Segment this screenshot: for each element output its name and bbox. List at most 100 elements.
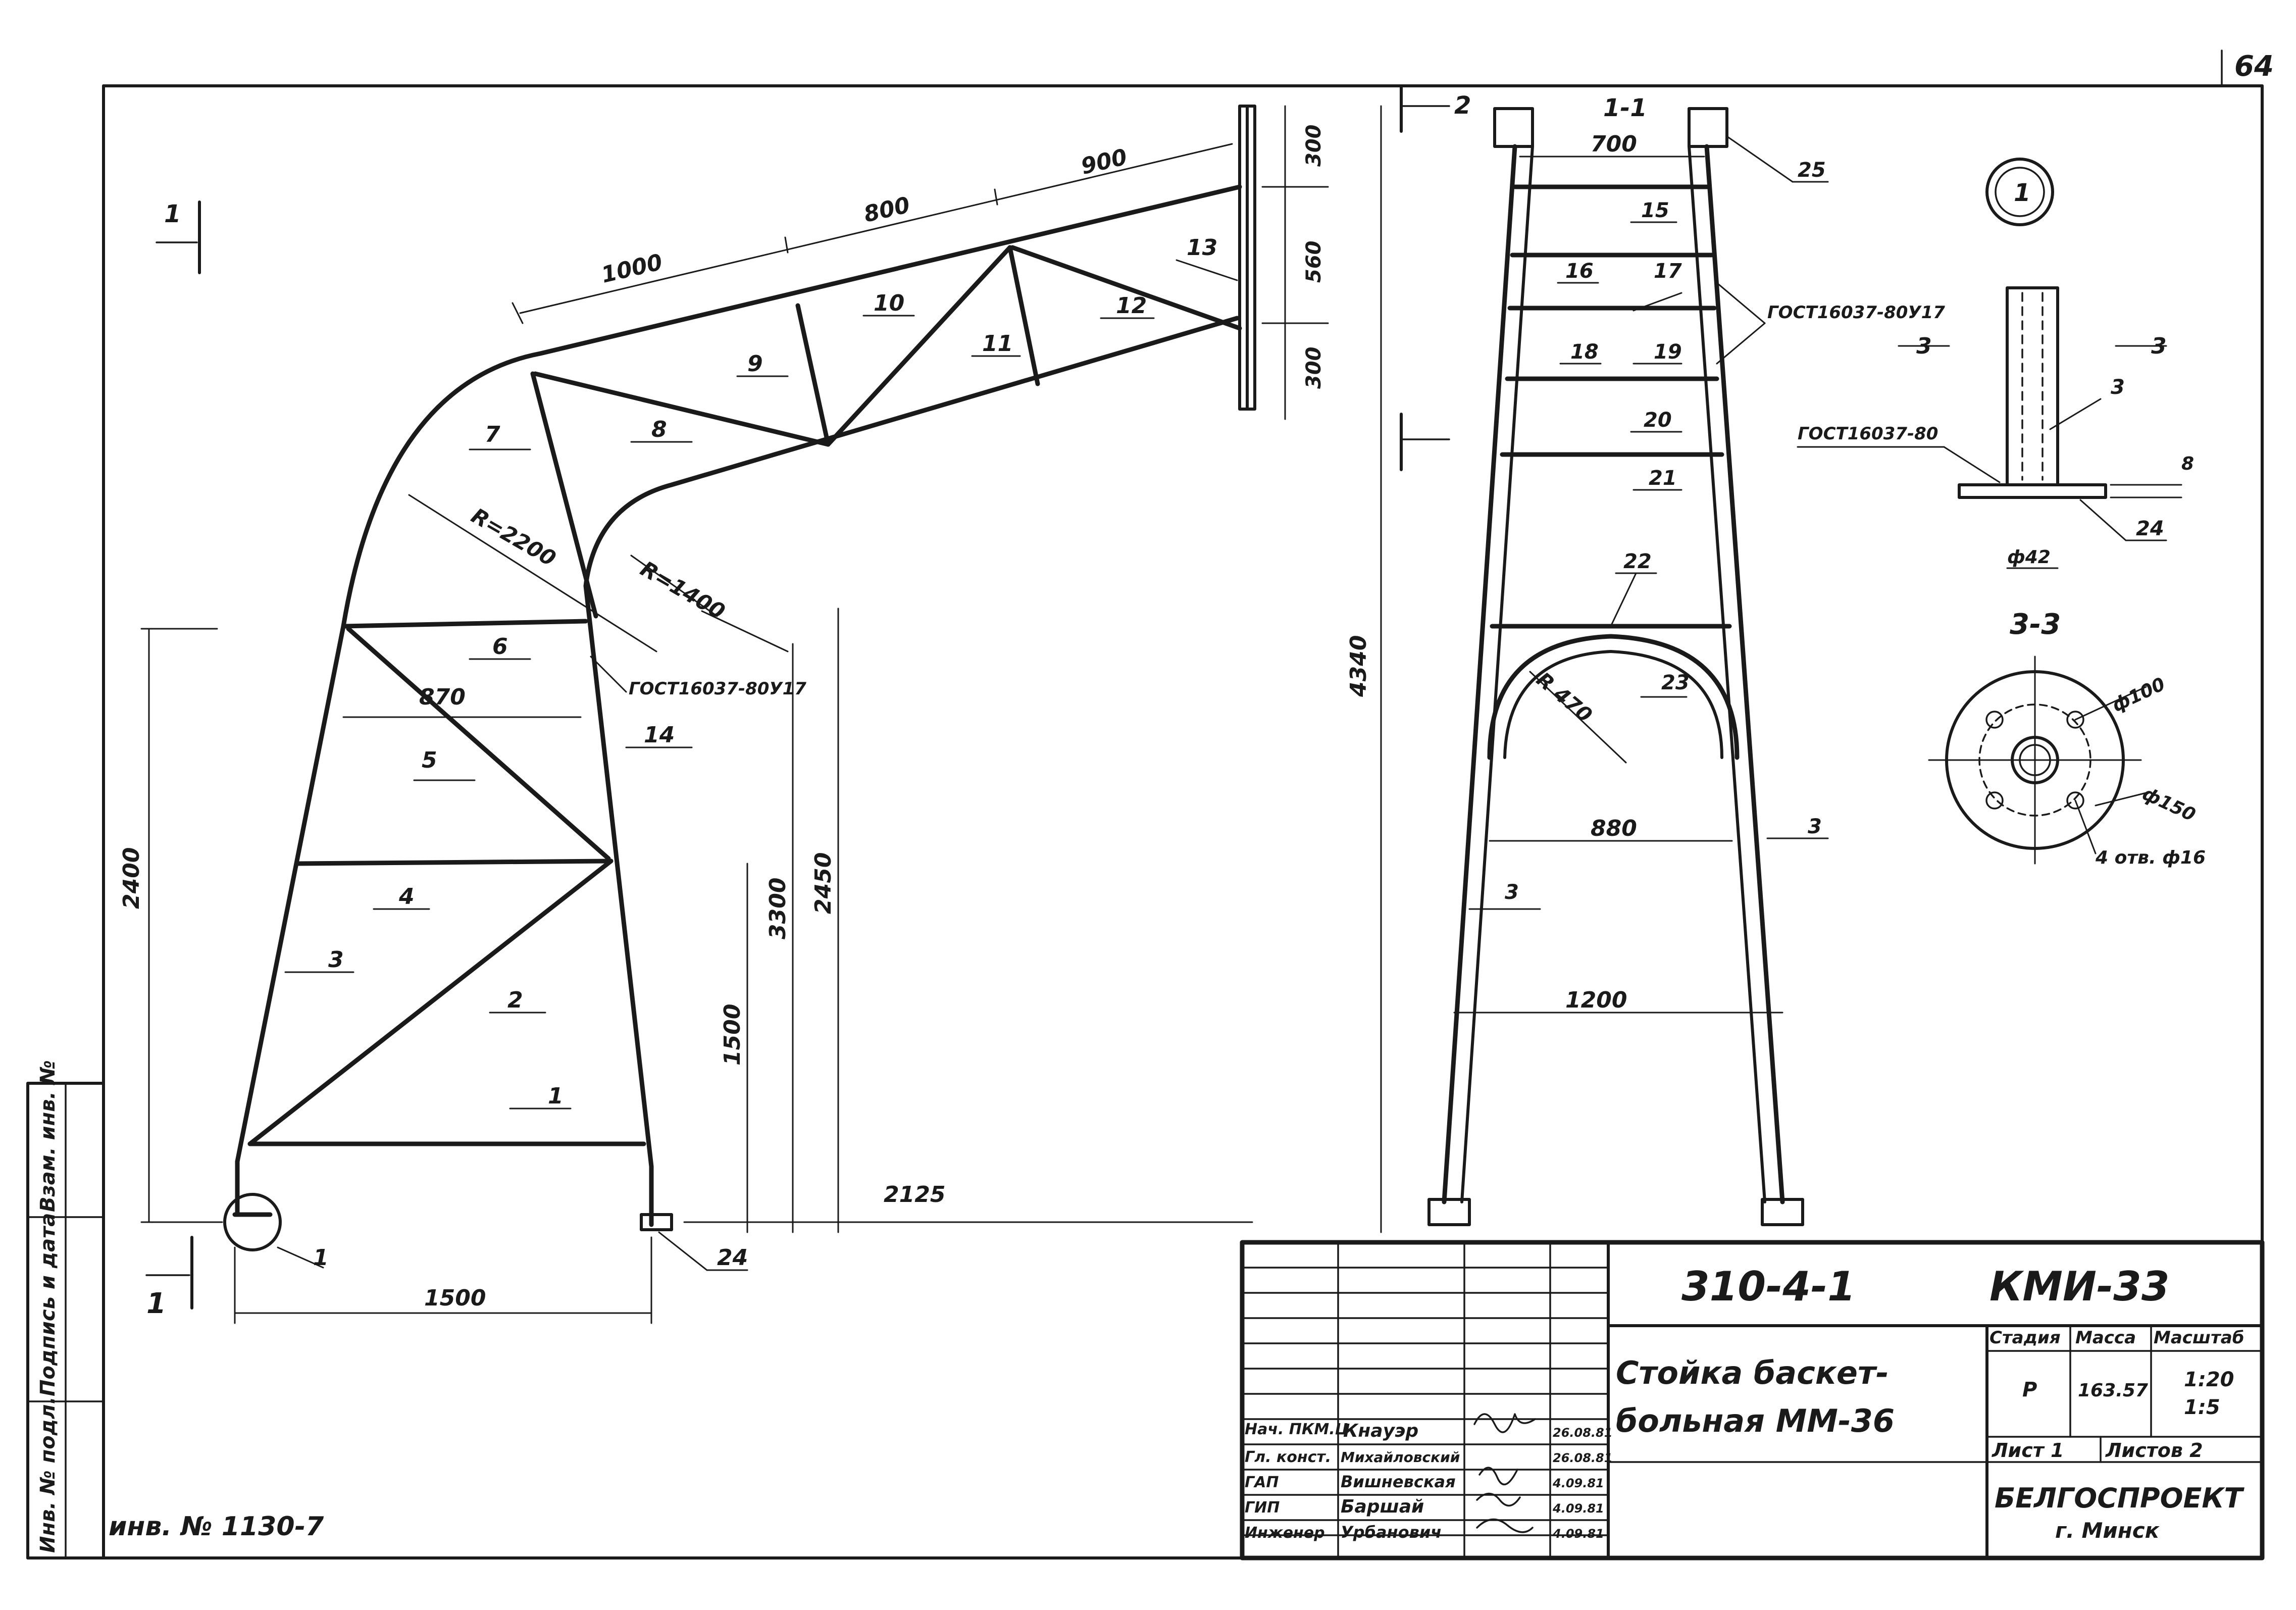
base-plate bbox=[640, 1213, 673, 1231]
detail-section-left: 3 bbox=[1916, 333, 1932, 359]
member-4 bbox=[295, 859, 614, 866]
section-1-1-dimensions: 700 880 1200 R 470 2 bbox=[1400, 84, 1783, 1014]
detail-thickness: 8 bbox=[2181, 454, 2194, 474]
dim-1000: 1000 bbox=[599, 249, 665, 288]
pos-25: 25 bbox=[1798, 159, 1826, 182]
stamp-original-inv: Инв. № подл. bbox=[36, 1396, 60, 1553]
section-1-1-labels: 15 16 17 18 19 20 21 22 23 25 3 3 ГОСТ16… bbox=[1468, 135, 1945, 910]
section-2-mark: 2 bbox=[1454, 91, 1471, 120]
dim-1500-v: 1500 bbox=[720, 1004, 745, 1066]
dim-2400: 2400 bbox=[119, 847, 144, 909]
gost-label-main: ГОСТ16037-80У17 bbox=[629, 679, 806, 699]
pos-22: 22 bbox=[1623, 550, 1652, 573]
member-5 bbox=[346, 626, 611, 861]
pos-3-left: 3 bbox=[1505, 881, 1519, 904]
detail-1: 1 3 3 3 ГОСТ16037-80 24 8 ф42 3-3 ф100 bbox=[1797, 158, 2206, 868]
tb-name-2: Вишневская bbox=[1341, 1472, 1456, 1491]
tb-date-0: 26.08.81 bbox=[1553, 1426, 1612, 1440]
tb-role-4: Инженер bbox=[1245, 1524, 1325, 1542]
section-mark-bottom: 1 bbox=[146, 1287, 166, 1320]
tb-role-2: ГАП bbox=[1245, 1474, 1279, 1491]
member-7 bbox=[530, 371, 598, 619]
side-stamp: Взам. инв. № Подпись и дата Инв. № подл. bbox=[26, 1060, 105, 1559]
pos-19: 19 bbox=[1654, 340, 1682, 364]
detail-section-right: 3 bbox=[2151, 333, 2167, 359]
hoop-arch bbox=[1487, 634, 1740, 760]
pos-24: 24 bbox=[717, 1245, 748, 1271]
dim-4340: 4340 bbox=[1346, 635, 1371, 697]
dim-300-bottom: 300 bbox=[1302, 347, 1325, 389]
detail-d100: ф100 bbox=[2109, 674, 2168, 716]
section-3-3-title: 3-3 bbox=[2010, 608, 2061, 641]
pos-10: 10 bbox=[874, 290, 904, 316]
pos-16: 16 bbox=[1565, 260, 1594, 283]
tb-head-mass: Масса bbox=[2075, 1328, 2136, 1348]
tb-name-line1: Стойка баскет- bbox=[1616, 1354, 1889, 1391]
tb-role-0: Нач. ПКМ.Ц bbox=[1245, 1421, 1349, 1438]
dim-3300: 3300 bbox=[765, 878, 791, 939]
pos-3: 3 bbox=[328, 947, 344, 973]
detail-pos-24: 24 bbox=[2136, 517, 2164, 540]
pos-18: 18 bbox=[1570, 340, 1599, 364]
tb-head-scale: Масштаб bbox=[2154, 1328, 2244, 1348]
tb-name-line2: больная ММ-36 bbox=[1616, 1402, 1895, 1439]
member-12 bbox=[1010, 245, 1242, 331]
stamp-signature-date: Подпись и дата bbox=[36, 1213, 60, 1396]
leg-right bbox=[1704, 144, 1785, 1204]
dim-700: 700 bbox=[1591, 131, 1637, 157]
title-block: Нач. ПКМ.Ц Кнауэр 26.08.81 Гл. конст. Ми… bbox=[1240, 1240, 2265, 1561]
tb-date-1: 26.08.81 bbox=[1553, 1451, 1612, 1465]
detail-d42: ф42 bbox=[2007, 547, 2051, 568]
gost-label-section: ГОСТ16037-80У17 bbox=[1767, 303, 1945, 323]
pos-9: 9 bbox=[747, 351, 763, 377]
detail-tube bbox=[2006, 286, 2059, 486]
pos-4: 4 bbox=[398, 884, 415, 910]
inner-chord bbox=[583, 316, 1240, 1169]
tb-stage: Р bbox=[2022, 1378, 2037, 1401]
tb-date-3: 4.09.81 bbox=[1552, 1501, 1604, 1516]
tb-name-1: Михайловский bbox=[1341, 1449, 1460, 1466]
tb-name-0: Кнауэр bbox=[1343, 1421, 1418, 1441]
sheet-frame bbox=[26, 49, 2264, 1559]
pos-8: 8 bbox=[651, 417, 667, 442]
dim-2450: 2450 bbox=[810, 852, 836, 914]
member-9 bbox=[795, 303, 831, 447]
leg-left bbox=[1442, 144, 1517, 1204]
dim-560: 560 bbox=[1302, 241, 1325, 283]
member-11 bbox=[1007, 245, 1040, 386]
detail-holes: 4 отв. ф16 bbox=[2095, 847, 2206, 868]
pos-21: 21 bbox=[1649, 467, 1677, 490]
main-dimensions: 1000 800 900 R=2200 R=1400 870 2400 1500… bbox=[119, 105, 1382, 1324]
dim-2125: 2125 bbox=[884, 1182, 945, 1208]
tb-role-1: Гл. конст. bbox=[1245, 1448, 1331, 1466]
tb-scale-2: 1:5 bbox=[2184, 1396, 2220, 1419]
detail-callout: 1 bbox=[2014, 179, 2030, 207]
pos-12: 12 bbox=[1116, 293, 1147, 319]
tb-date-2: 4.09.81 bbox=[1552, 1476, 1604, 1490]
dim-r1400: R=1400 bbox=[636, 556, 729, 624]
member-6 bbox=[341, 619, 588, 629]
pos-15: 15 bbox=[1641, 199, 1669, 222]
detail-d150: ф150 bbox=[2139, 783, 2199, 826]
tb-role-3: ГИП bbox=[1245, 1499, 1280, 1517]
section-1-1: 1-1 bbox=[1427, 94, 1804, 1226]
tb-doc-code: КМИ-33 bbox=[1989, 1263, 2169, 1310]
dim-r470: R 470 bbox=[1532, 668, 1597, 727]
section-1-1-title: 1-1 bbox=[1603, 94, 1647, 122]
pos-17: 17 bbox=[1654, 260, 1682, 283]
dim-300-top: 300 bbox=[1302, 125, 1325, 167]
pos-5: 5 bbox=[422, 747, 437, 773]
tb-name-3: Баршай bbox=[1341, 1496, 1424, 1517]
pos-6: 6 bbox=[492, 634, 508, 660]
pos-1: 1 bbox=[548, 1083, 564, 1109]
pos-11: 11 bbox=[982, 331, 1013, 357]
page-number: 64 bbox=[2234, 50, 2274, 83]
tb-sheet: Лист 1 bbox=[1992, 1439, 2064, 1462]
tb-sheets-total: Листов 2 bbox=[2105, 1439, 2203, 1462]
tb-org: БЕЛГОСПРОЕКТ bbox=[1995, 1482, 2245, 1514]
section-mark-top: 1 bbox=[164, 200, 181, 228]
tb-name-4: Урбанович bbox=[1341, 1523, 1442, 1542]
main-position-labels: 1 2 3 4 5 6 7 8 9 10 11 12 13 14 24 1 ГО… bbox=[145, 200, 1238, 1320]
pos-23: 23 bbox=[1661, 671, 1690, 694]
